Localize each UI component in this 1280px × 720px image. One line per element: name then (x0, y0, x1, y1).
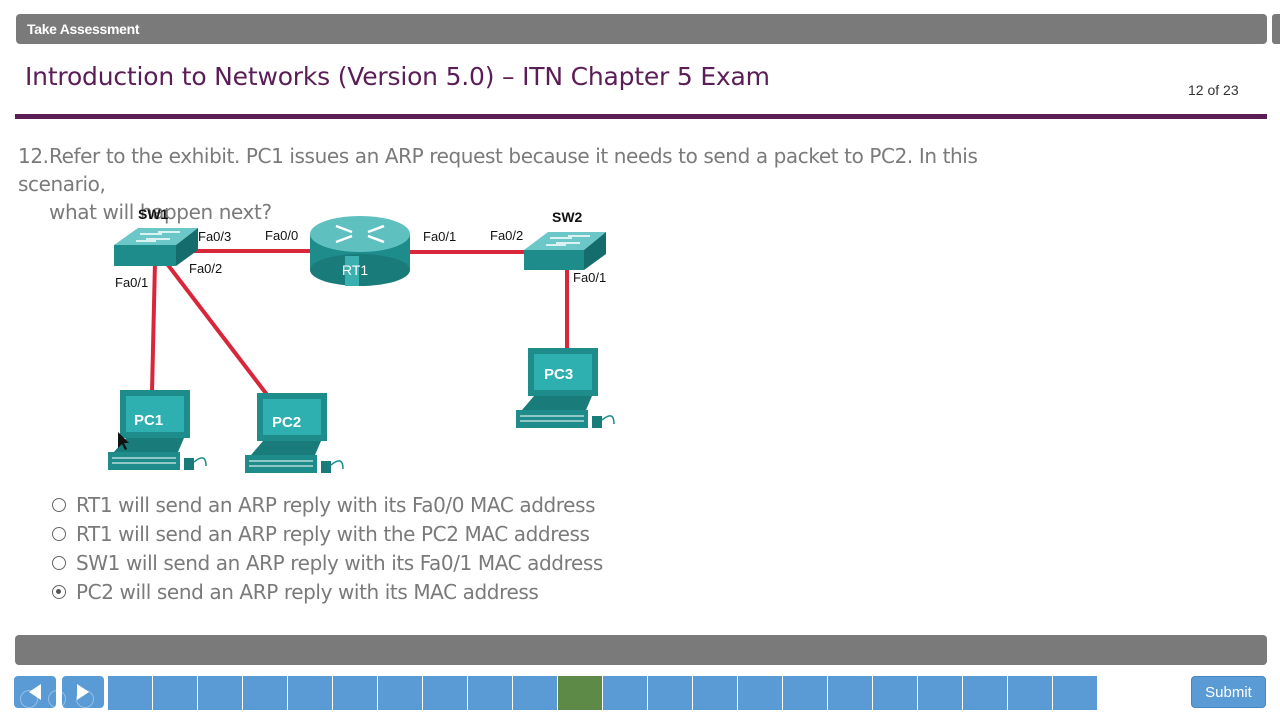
rt1-label: RT1 (342, 262, 368, 278)
exam-title: Introduction to Networks (Version 5.0) –… (25, 62, 770, 91)
question-tile[interactable] (243, 676, 288, 710)
question-tiles (108, 676, 1098, 710)
radio-button[interactable] (52, 497, 66, 512)
answer-option-1[interactable]: RT1 will send an ARP reply with its Fa0/… (52, 490, 603, 519)
question-tile[interactable] (1008, 676, 1053, 710)
mouse-cursor-icon (118, 432, 129, 450)
sw1-label: SW1 (138, 206, 169, 222)
question-tile[interactable] (693, 676, 738, 710)
circle-icon (20, 690, 38, 708)
sw2-fa01-label: Fa0/1 (573, 270, 606, 285)
question-tile[interactable] (378, 676, 423, 710)
header-bar-title: Take Assessment (27, 21, 140, 37)
sw2-label: SW2 (552, 209, 583, 225)
question-tile[interactable] (1053, 676, 1098, 710)
circle-icon (48, 690, 66, 708)
question-tile[interactable] (873, 676, 918, 710)
question-counter: 12 of 23 (1188, 82, 1239, 98)
switch-sw1-icon (114, 228, 198, 266)
network-exhibit: SW1 RT1 SW2 Fa0/3 Fa0/0 Fa0/2 Fa0/1 Fa0/… (108, 206, 615, 473)
radio-button-selected[interactable] (52, 584, 66, 599)
radio-button[interactable] (52, 555, 66, 570)
radio-button[interactable] (52, 526, 66, 541)
pc2-label: PC2 (272, 414, 301, 431)
window-edge (1272, 14, 1280, 44)
answer-option-4[interactable]: PC2 will send an ARP reply with its MAC … (52, 577, 603, 606)
answer-options: RT1 will send an ARP reply with its Fa0/… (52, 490, 603, 606)
question-number: 12. (18, 144, 49, 168)
question-text: 12.Refer to the exhibit. PC1 issues an A… (18, 142, 1018, 226)
sw1-fa03-label: Fa0/3 (198, 229, 231, 244)
answer-label: PC2 will send an ARP reply with its MAC … (76, 579, 539, 604)
pc3-icon (516, 348, 615, 428)
question-tile[interactable] (513, 676, 558, 710)
question-tile[interactable] (333, 676, 378, 710)
router-rt1-icon (310, 216, 410, 286)
sw1-fa01-label: Fa0/1 (115, 275, 148, 290)
pc2-icon (245, 393, 344, 473)
question-navigation (14, 676, 1194, 710)
question-tile[interactable] (828, 676, 873, 710)
rt1-fa00-label: Fa0/0 (265, 228, 298, 243)
link-sw1-pc2 (166, 263, 270, 398)
answer-option-3[interactable]: SW1 will send an ARP reply with its Fa0/… (52, 548, 603, 577)
answer-label: RT1 will send an ARP reply with the PC2 … (76, 521, 590, 546)
submit-button[interactable]: Submit (1191, 676, 1266, 708)
footer-bar (15, 635, 1267, 665)
question-tile[interactable] (603, 676, 648, 710)
pc1-icon (108, 390, 207, 470)
answer-option-2[interactable]: RT1 will send an ARP reply with the PC2 … (52, 519, 603, 548)
answer-label: SW1 will send an ARP reply with its Fa0/… (76, 550, 603, 575)
sw1-fa02-label: Fa0/2 (189, 261, 222, 276)
question-tile[interactable] (558, 676, 603, 710)
assessment-header-bar: Take Assessment (16, 14, 1267, 44)
question-tile[interactable] (783, 676, 828, 710)
circle-icon (76, 690, 94, 708)
faint-toolbar-icons (20, 690, 94, 708)
question-tile[interactable] (918, 676, 963, 710)
title-divider (15, 114, 1267, 119)
pc1-label: PC1 (134, 412, 163, 429)
rt1-fa01-label: Fa0/1 (423, 229, 456, 244)
pc3-label: PC3 (544, 366, 573, 383)
answer-label: RT1 will send an ARP reply with its Fa0/… (76, 492, 596, 517)
question-tile[interactable] (288, 676, 333, 710)
question-tile[interactable] (738, 676, 783, 710)
question-tile[interactable] (108, 676, 153, 710)
question-line-2: what will happen next? (49, 200, 272, 224)
question-tile[interactable] (963, 676, 1008, 710)
question-tile[interactable] (198, 676, 243, 710)
question-tile[interactable] (153, 676, 198, 710)
question-line-1: Refer to the exhibit. PC1 issues an ARP … (18, 144, 978, 196)
sw2-fa02-label: Fa0/2 (490, 228, 523, 243)
question-tile[interactable] (468, 676, 513, 710)
question-tile[interactable] (648, 676, 693, 710)
link-sw1-pc1 (150, 261, 157, 393)
question-tile[interactable] (423, 676, 468, 710)
switch-sw2-icon (524, 232, 606, 270)
